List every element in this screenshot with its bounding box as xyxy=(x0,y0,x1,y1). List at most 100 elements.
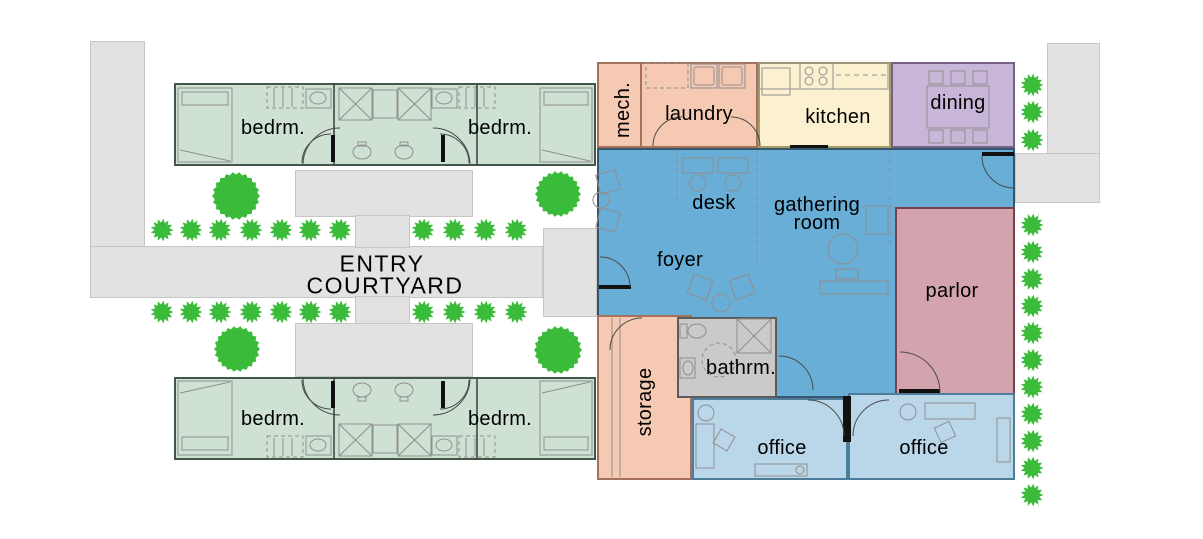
door-leaf xyxy=(982,152,1014,156)
bush-icon xyxy=(269,218,293,242)
bush-icon xyxy=(442,218,466,242)
door-arc xyxy=(599,256,631,288)
desk-unit xyxy=(717,157,749,174)
door-arc xyxy=(302,377,341,416)
label-entry-line2: COURTYARD xyxy=(306,272,464,299)
label-laundry: laundry xyxy=(665,103,733,125)
gathering-furniture xyxy=(819,205,889,295)
office-chair xyxy=(697,404,715,422)
zone-path-right-horizontal xyxy=(1015,153,1100,203)
shower-stall xyxy=(736,318,772,354)
side-table xyxy=(592,191,610,209)
bed xyxy=(177,87,233,163)
door-leaf xyxy=(599,285,631,289)
bush-icon xyxy=(179,218,203,242)
door-arc xyxy=(432,377,471,416)
bush-icon xyxy=(1020,375,1044,399)
tree-icon xyxy=(212,172,260,220)
zone-room-office-1 xyxy=(692,398,848,480)
bush-icon xyxy=(150,300,174,324)
door-arc xyxy=(439,133,470,164)
office-furniture xyxy=(695,402,1011,477)
armchair xyxy=(595,207,621,233)
chair xyxy=(972,70,988,85)
bush-icon xyxy=(179,300,203,324)
label-bathrm: bathrm. xyxy=(706,357,776,379)
door-arc xyxy=(807,399,845,437)
door-leaf xyxy=(331,135,335,162)
bush-icon xyxy=(411,300,435,324)
bush-icon xyxy=(1020,73,1044,97)
label-office-1: office xyxy=(757,437,807,459)
door-arc xyxy=(609,317,643,351)
zone-path-right-vertical xyxy=(1047,43,1100,155)
bush-icon xyxy=(1020,456,1044,480)
bush-icon xyxy=(269,300,293,324)
turning-radius xyxy=(701,342,737,378)
tree-icon xyxy=(534,326,582,374)
door-arc xyxy=(730,116,761,147)
tree-icon xyxy=(214,326,260,372)
zone-path-entry-east xyxy=(543,228,597,317)
bed xyxy=(177,380,233,456)
bush-icon xyxy=(473,218,497,242)
zone-wing-bottom-bedrooms xyxy=(174,377,596,460)
label-bedrm-top-right: bedrm. xyxy=(467,117,533,139)
desk-nook-furniture xyxy=(676,150,891,264)
closet xyxy=(266,86,304,109)
armchair xyxy=(865,205,889,235)
door-arc xyxy=(432,127,471,166)
zone-path-north-plaza xyxy=(295,170,473,217)
foyer-furniture xyxy=(592,169,756,313)
bush-icon xyxy=(1020,267,1044,291)
closet xyxy=(266,435,304,458)
toilet xyxy=(352,144,372,160)
label-parlor: parlor xyxy=(925,280,979,302)
round-table xyxy=(827,233,859,265)
chair xyxy=(928,129,944,144)
bathroom-furniture xyxy=(679,318,772,379)
armchair xyxy=(595,169,621,195)
label-bedrm-bottom-left: bedrm. xyxy=(240,408,306,430)
desk-unit xyxy=(682,157,714,174)
bush-icon xyxy=(1020,402,1044,426)
bush-icon xyxy=(208,300,232,324)
shower-stall xyxy=(338,87,373,121)
chair xyxy=(950,70,966,85)
label-mech: mech. xyxy=(612,82,634,138)
door-leaf xyxy=(331,381,335,408)
top-wing-furniture xyxy=(177,84,593,166)
counter xyxy=(645,62,689,89)
bed xyxy=(539,380,593,456)
bush-icon xyxy=(504,218,528,242)
door-arc xyxy=(778,355,814,391)
desk xyxy=(695,423,715,469)
chair xyxy=(950,129,966,144)
bush-icon xyxy=(239,218,263,242)
bush-icon xyxy=(208,218,232,242)
side-table xyxy=(711,293,731,313)
bush-icon xyxy=(1020,128,1044,152)
sink xyxy=(679,357,696,379)
sink xyxy=(431,435,458,456)
bush-icon xyxy=(473,300,497,324)
bush-icon xyxy=(150,218,174,242)
shower-stall xyxy=(397,87,432,121)
label-dining: dining xyxy=(930,92,986,114)
toilet xyxy=(394,144,414,160)
dining-furniture xyxy=(926,70,990,144)
storage-furniture xyxy=(611,318,621,477)
sofa xyxy=(819,280,889,295)
label-foyer: foyer xyxy=(657,249,703,271)
door-arc xyxy=(981,155,1015,189)
stove xyxy=(799,62,834,90)
door-arc xyxy=(302,127,341,166)
zone-room-office-2 xyxy=(848,393,1015,480)
chair xyxy=(928,70,944,85)
bush-icon xyxy=(1020,483,1044,507)
bush-icon xyxy=(411,218,435,242)
island xyxy=(761,67,791,96)
